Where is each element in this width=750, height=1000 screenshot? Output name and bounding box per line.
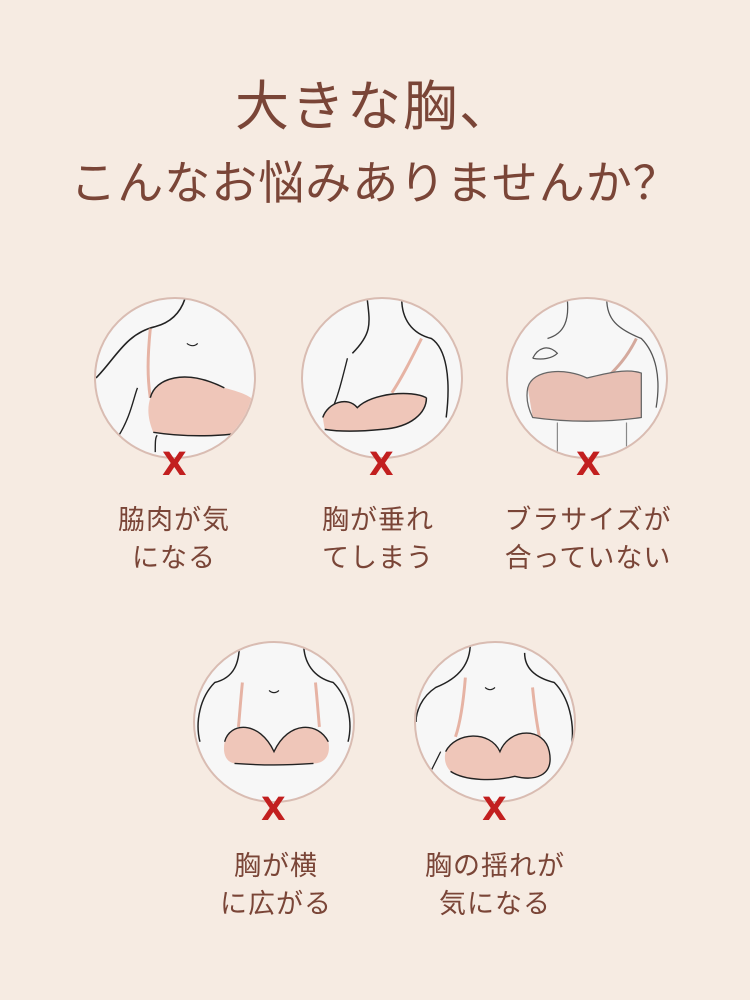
problem-label-line1: 胸の揺れが	[425, 851, 565, 882]
problem-label-1: 脇肉が気 になる	[54, 502, 294, 578]
x-mark-icon: X	[576, 445, 601, 483]
x-mark-icon: X	[369, 445, 394, 483]
title-line-2: こんなお悩みありませんか？	[70, 156, 680, 210]
sagging-illustration-icon	[301, 297, 463, 459]
problem-label-5: 胸の揺れが 気になる	[375, 848, 615, 924]
problem-label-4: 胸が横 に広がる	[156, 848, 396, 924]
problem-label-2: 胸が垂れ てしまう	[258, 502, 498, 578]
size-mismatch-illustration-icon	[506, 297, 668, 459]
problem-label-line2: に広がる	[220, 889, 332, 920]
sideways-spread-illustration-icon	[193, 641, 355, 803]
problem-label-line2: 合っていない	[504, 543, 672, 574]
side-fat-illustration-icon	[94, 297, 256, 459]
x-mark-icon: X	[162, 445, 187, 483]
problem-label-line1: 胸が垂れ	[322, 505, 434, 536]
problem-label-line2: てしまう	[322, 543, 434, 574]
x-mark-icon: X	[261, 790, 286, 828]
x-mark-icon: X	[482, 790, 507, 828]
bounce-illustration-icon	[414, 641, 576, 803]
problem-label-line1: ブラサイズが	[504, 505, 672, 536]
problem-label-line1: 脇肉が気	[118, 505, 230, 536]
problem-label-line2: 気になる	[439, 889, 551, 920]
problem-label-line2: になる	[132, 543, 216, 574]
title-line-1: 大きな胸、	[235, 75, 515, 138]
problem-label-3: ブラサイズが 合っていない	[468, 502, 708, 578]
problem-label-line1: 胸が横	[234, 851, 318, 882]
